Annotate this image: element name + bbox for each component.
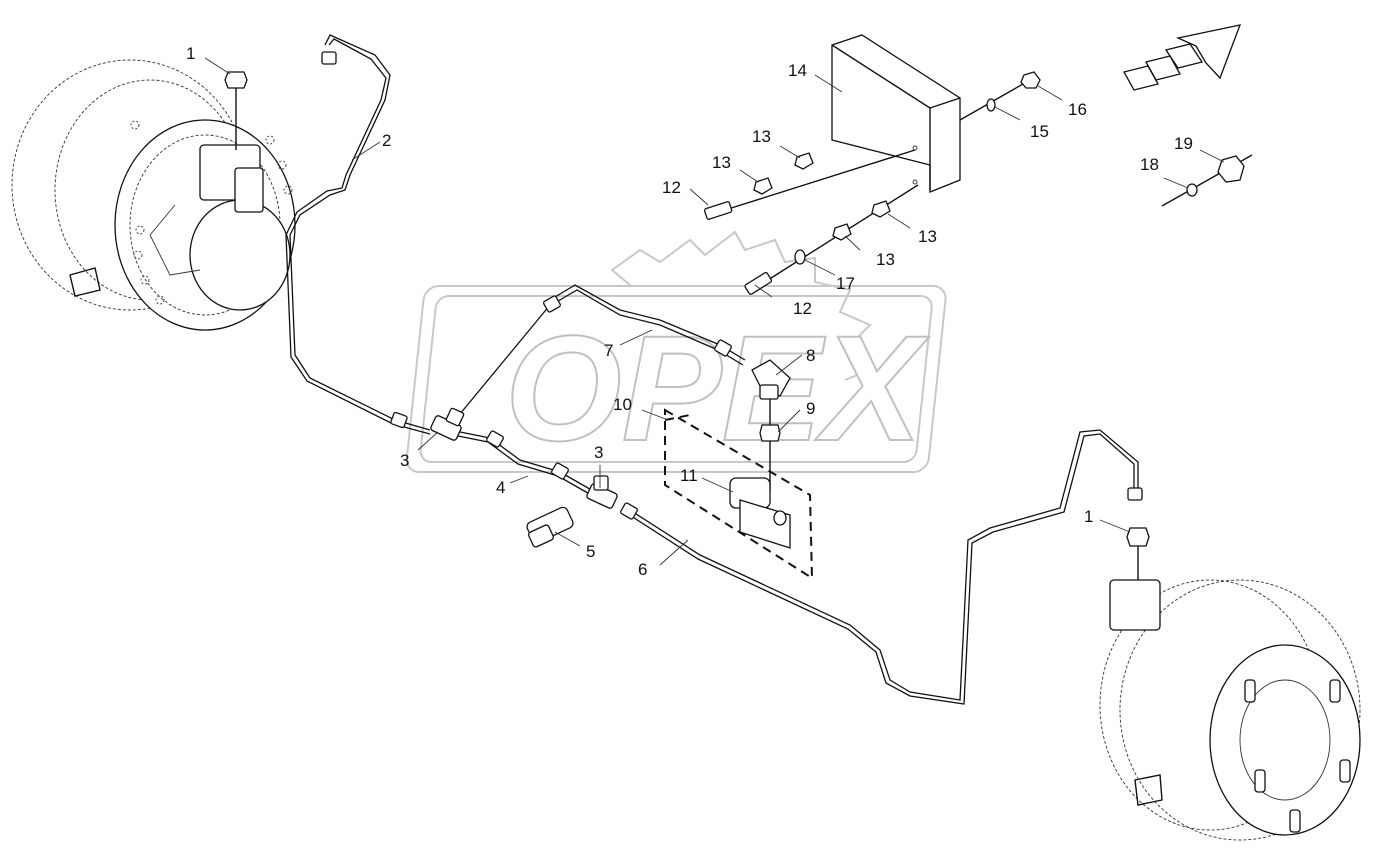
bolt-12-lower — [744, 271, 773, 295]
washer-15 — [986, 98, 996, 112]
callouts: 1 1 2 3 3 4 5 6 7 8 9 10 11 12 12 13 13 … — [186, 44, 1193, 579]
elbow-fitting-8 — [751, 359, 791, 400]
callout-3-left: 3 — [400, 451, 409, 470]
nut-16 — [1020, 71, 1041, 89]
opex-watermark: OPEX — [405, 230, 947, 473]
callout-12-lower: 12 — [793, 299, 812, 318]
tee-fitting-3-right — [586, 475, 618, 509]
callout-13-d: 13 — [918, 227, 937, 246]
callout-15: 15 — [1030, 122, 1049, 141]
callout-4: 4 — [496, 478, 505, 497]
fitting-1-right — [1126, 527, 1150, 580]
nut-19 — [1217, 155, 1245, 183]
callout-1-right: 1 — [1084, 507, 1093, 526]
brake-line-7 — [454, 284, 746, 421]
callout-5: 5 — [586, 542, 595, 561]
callout-6: 6 — [638, 560, 647, 579]
brake-line-2 — [285, 34, 431, 435]
callout-10: 10 — [613, 395, 632, 414]
tee-fitting-3-left — [430, 407, 465, 441]
brake-line-6 — [620, 429, 1143, 705]
callout-13-c: 13 — [876, 250, 895, 269]
callout-1-left: 1 — [186, 44, 195, 63]
callout-3-right: 3 — [594, 443, 603, 462]
direction-arrow-icon — [1123, 24, 1242, 91]
fitting-1-left — [224, 71, 248, 150]
callout-18: 18 — [1140, 155, 1159, 174]
valve-assembly-10 — [664, 408, 814, 580]
washer-17 — [794, 249, 806, 265]
callout-7: 7 — [604, 341, 613, 360]
nuts-13 — [753, 152, 891, 241]
callout-13-a: 13 — [712, 153, 731, 172]
solenoid-valve-11 — [729, 477, 791, 549]
right-wheel-motor — [1099, 579, 1361, 841]
bolt-12-upper — [703, 201, 733, 220]
pressure-sensor-5 — [526, 506, 574, 548]
callout-2: 2 — [382, 131, 391, 150]
callout-14: 14 — [788, 61, 807, 80]
bracket-14 — [831, 34, 961, 193]
callout-16: 16 — [1068, 100, 1087, 119]
callout-11: 11 — [680, 466, 698, 485]
callout-9: 9 — [806, 399, 815, 418]
callout-19: 19 — [1174, 134, 1193, 153]
leader-lines — [204, 57, 1225, 566]
callout-17: 17 — [836, 274, 855, 293]
left-wheel-motor — [11, 59, 296, 331]
callout-8: 8 — [806, 346, 815, 365]
callout-13-b: 13 — [752, 127, 771, 146]
brake-line-4 — [457, 430, 596, 497]
washer-18 — [1186, 183, 1198, 197]
watermark-text: OPEX — [505, 304, 930, 472]
callout-12-upper: 12 — [662, 178, 681, 197]
